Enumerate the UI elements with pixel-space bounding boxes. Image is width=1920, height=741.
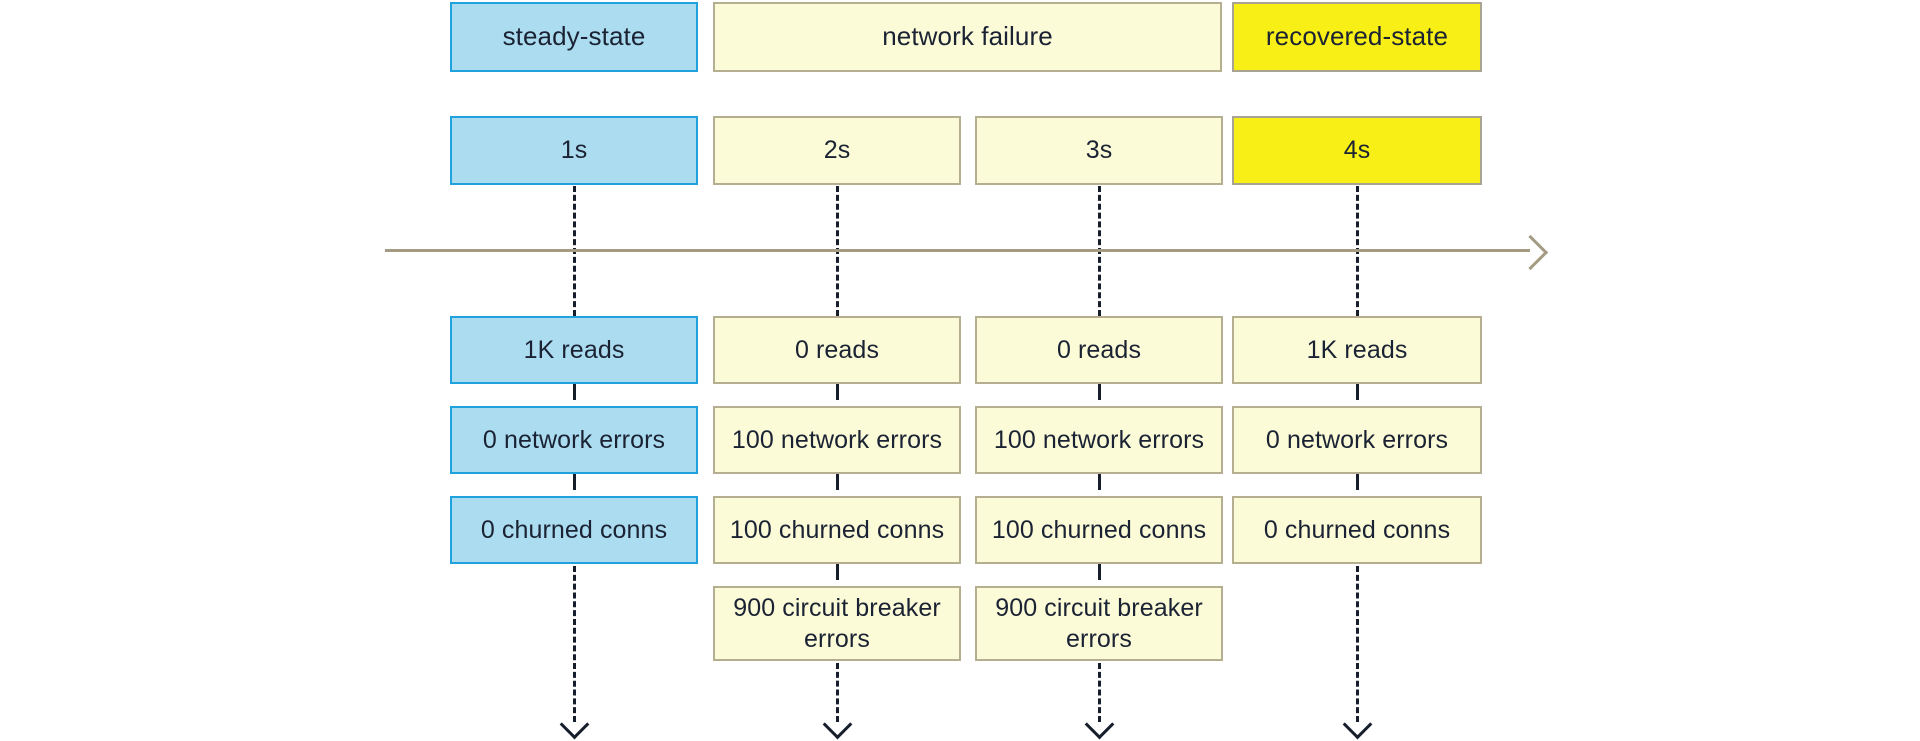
timestamp-label: 1s [560, 136, 588, 165]
metric-cell-churned-conns-col4: 0 churned conns [1232, 496, 1482, 564]
timestamp-label: 3s [1085, 136, 1113, 165]
phase-header-recovered-state: recovered-state [1232, 2, 1482, 72]
timestamp-label: 2s [823, 136, 851, 165]
connector-dash-col2-lower [836, 663, 839, 722]
metric-label: 0 churned conns [1263, 515, 1451, 544]
metric-cell-network-errors-col1: 0 network errors [450, 406, 698, 474]
metric-label: 0 network errors [482, 425, 666, 454]
metric-cell-network-errors-col4: 0 network errors [1232, 406, 1482, 474]
connector-dash-col1-lower [573, 566, 576, 722]
arrow-down-icon-col3 [1084, 709, 1115, 740]
connector-stub-col4-r2r3 [1356, 474, 1359, 490]
timestamp-box-2s: 2s [713, 116, 961, 185]
metric-label: 0 reads [1056, 335, 1142, 364]
metric-label: 900 circuit breaker errors [733, 594, 941, 653]
metric-cell-network-errors-col2: 100 network errors [713, 406, 961, 474]
metric-cell-circuit-breaker-errors-col2: 900 circuit breaker errors [713, 586, 961, 661]
timestamp-box-1s: 1s [450, 116, 698, 185]
connector-dash-col4-lower [1356, 566, 1359, 722]
connector-stub-col1-r2r3 [573, 474, 576, 490]
timeline-axis-line [385, 249, 1530, 252]
connector-dash-col3-lower [1098, 663, 1101, 722]
metric-label: 0 reads [794, 335, 880, 364]
metric-cell-circuit-breaker-errors-col3: 900 circuit breaker errors [975, 586, 1223, 661]
connector-stub-col3-r2r3 [1098, 474, 1101, 490]
connector-stub-col2-r1r2 [836, 384, 839, 400]
timestamp-label: 4s [1343, 136, 1371, 165]
arrow-right-icon [1512, 234, 1549, 271]
metric-label: 1K reads [523, 335, 625, 364]
metric-label: 100 churned conns [729, 515, 945, 544]
metric-label: 100 network errors [731, 425, 943, 454]
metric-cell-network-errors-col3: 100 network errors [975, 406, 1223, 474]
metric-cell-reads-col1: 1K reads [450, 316, 698, 384]
metric-label: 0 network errors [1265, 425, 1449, 454]
timestamp-box-3s: 3s [975, 116, 1223, 185]
connector-stub-col3-r1r2 [1098, 384, 1101, 400]
phase-header-steady-state: steady-state [450, 2, 698, 72]
metric-cell-churned-conns-col1: 0 churned conns [450, 496, 698, 564]
metric-label: 900 circuit breaker errors [995, 594, 1203, 653]
timestamp-box-4s: 4s [1232, 116, 1482, 185]
connector-stub-col3-r3r4 [1098, 564, 1101, 580]
connector-stub-col4-r1r2 [1356, 384, 1359, 400]
metric-cell-churned-conns-col2: 100 churned conns [713, 496, 961, 564]
connector-stub-col1-r1r2 [573, 384, 576, 400]
metric-label: 0 churned conns [480, 515, 668, 544]
metric-cell-churned-conns-col3: 100 churned conns [975, 496, 1223, 564]
metric-cell-reads-col3: 0 reads [975, 316, 1223, 384]
metric-label: 100 churned conns [991, 515, 1207, 544]
phase-header-label: recovered-state [1265, 21, 1449, 52]
metric-label: 1K reads [1306, 335, 1408, 364]
phase-header-label: network failure [882, 21, 1053, 52]
phase-header-label: steady-state [502, 21, 646, 52]
metric-cell-reads-col4: 1K reads [1232, 316, 1482, 384]
connector-stub-col2-r2r3 [836, 474, 839, 490]
phase-header-network-failure: network failure [713, 2, 1222, 72]
arrow-down-icon-col2 [822, 709, 853, 740]
arrow-down-icon-col1 [559, 709, 590, 740]
metric-cell-reads-col2: 0 reads [713, 316, 961, 384]
metric-label: 100 network errors [993, 425, 1205, 454]
connector-stub-col2-r3r4 [836, 564, 839, 580]
arrow-down-icon-col4 [1342, 709, 1373, 740]
